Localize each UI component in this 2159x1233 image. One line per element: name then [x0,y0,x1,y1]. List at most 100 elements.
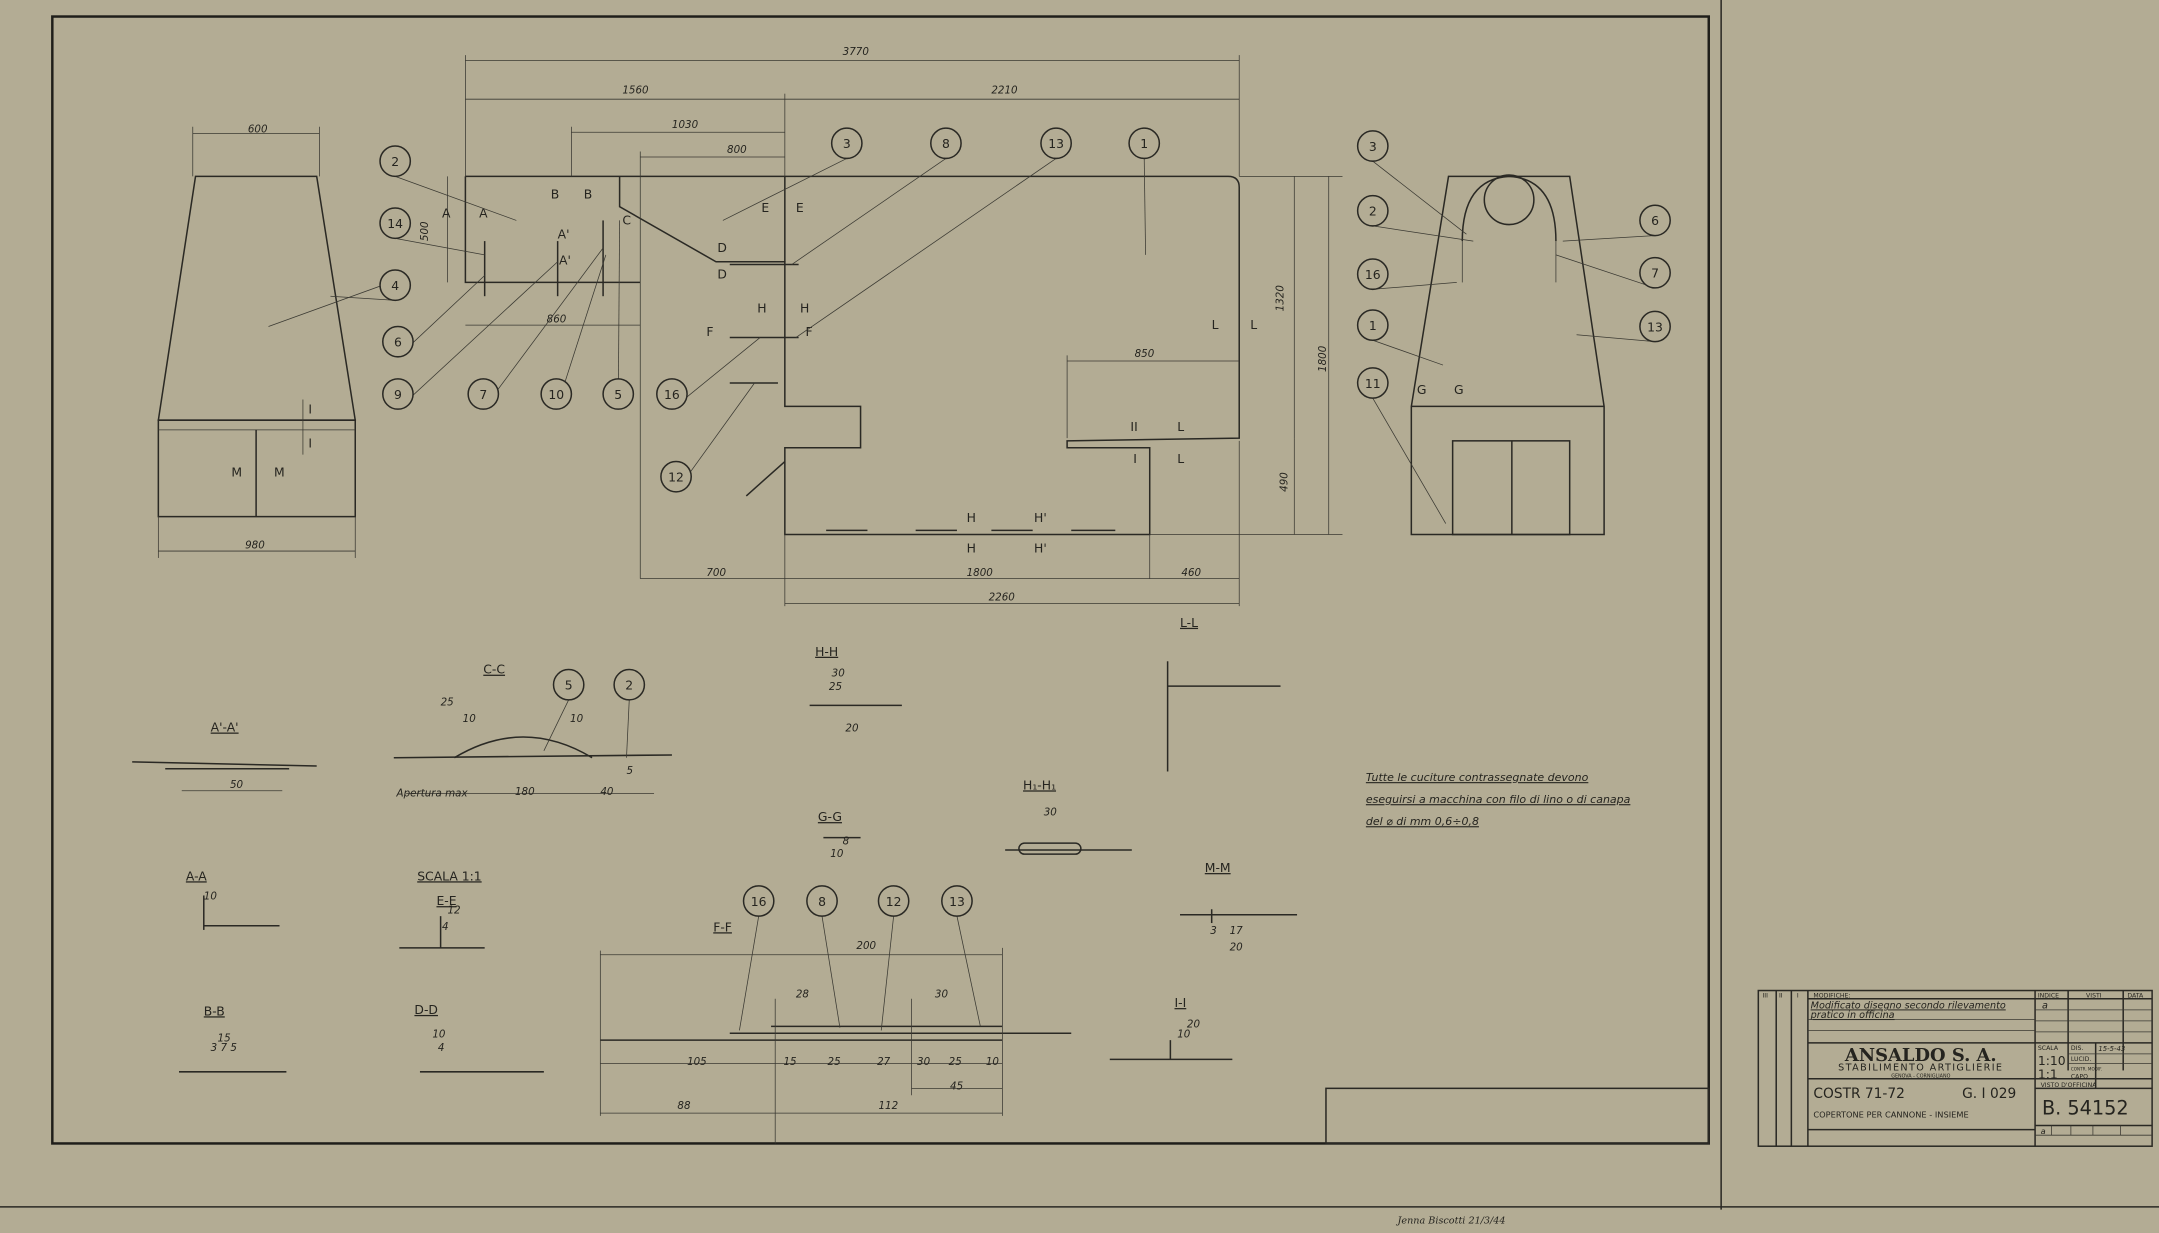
section-cut-letter: H' [1034,540,1047,555]
balloon-circle [1639,310,1671,343]
section-dimension-label: 4 [438,1042,445,1054]
section-dimension-label: 40 [600,786,614,798]
section-cut-letter: L [1177,451,1184,466]
balloon-number: 7 [1651,266,1659,281]
capo-label: CAPO [2071,1074,2088,1081]
balloon-number: 6 [1651,213,1659,228]
balloon-leader-line [543,699,570,751]
section-cut-letter: F [805,324,812,339]
balloon-leader-line [722,158,847,221]
lucid-label: LUCID. [2071,1056,2092,1063]
section-dimension-label: 12 [447,904,460,916]
ff-dimension-label: 30 [935,988,949,1000]
balloon-number: 16 [751,894,767,909]
balloon-number: 4 [391,278,399,293]
section-cut-letter: G [1417,382,1427,397]
balloon-leader-line [395,175,517,221]
ff-dimension-label: 10 [986,1056,1000,1068]
section-cut-letter: H [967,510,976,525]
balloon-leader-line [617,220,620,410]
section-dimension-label: 30 [1044,807,1058,819]
balloon-number: 5 [614,387,622,402]
balloon-number: 3 [1369,139,1377,154]
balloon-leader-line [1372,225,1474,242]
balloon-leader-line [791,158,947,265]
section-dimension-label: Apertura max [396,787,469,799]
balloon-number: 1 [1140,136,1148,151]
visti-label: VISTI [2086,992,2102,999]
balloon-leader-line [1562,235,1656,242]
balloon-circle [1639,256,1671,289]
section-dimension-label: 3 [1210,925,1217,937]
indice-value: a [2042,1000,2048,1011]
dimension-label: 1560 [622,85,649,97]
balloon-number: 1 [1369,318,1377,333]
revision-letter: a [2041,1126,2046,1136]
balloon-circle [540,378,573,410]
dimension-label: 2210 [991,85,1018,97]
balloon-leader-line [1372,397,1447,524]
balloon-leader-line [1576,334,1656,343]
section-cut-letter: H' [1034,510,1047,525]
balloon-circle [613,668,646,701]
company-division: STABILIMENTO ARTIGLIERIE [1838,1062,2003,1073]
section-title: M-M [1205,860,1231,875]
balloon-number: 6 [394,334,402,349]
balloon-number: 7 [479,387,487,402]
section-details [132,661,1298,1144]
balloon-leader-line [821,916,841,1028]
balloon-circle [382,378,414,410]
signature: Jenna Biscotti 21/3/44 [1396,1215,1506,1226]
section-dimension-label: 10 [830,848,844,860]
balloon-circle [379,207,412,240]
balloon-leader-line [880,916,894,1031]
ff-dimension-label: 200 [856,940,876,952]
section-title: B-B [204,1003,225,1018]
group-code: G. I 029 [1962,1086,2016,1102]
section-title: G-G [818,809,842,824]
col-header-iii: III [1762,992,1768,999]
company-name: ANSALDO S. A. [1844,1045,1997,1066]
note-line-2: eseguirsi a macchina con filo di lino o … [1366,793,1631,806]
balloon-circle [877,885,910,917]
dimension-label: 2260 [989,592,1016,604]
section-cut-letter: F [706,324,713,339]
balloon-circle [806,885,838,917]
ff-dimension-label: 25 [949,1056,962,1068]
section-dimension-label: 20 [1230,942,1244,954]
balloon-circle [1356,130,1389,162]
section-dimension-label: 5 [626,765,633,777]
section-cut-letter: C [622,213,631,228]
section-cut-letter: M [231,465,242,480]
section-cut-letter: I [1133,451,1137,466]
section-dimension-label: 25 [441,696,454,708]
balloon-circle [382,325,414,358]
balloon-number: 12 [886,894,902,909]
section-title: D-D [414,1002,438,1017]
section-dimension-label: 10 [570,713,584,725]
side-view [447,55,1343,607]
scala-label: SCALA [2038,1045,2059,1052]
ff-dimension-label: 27 [877,1056,891,1068]
modification-line-1: Modificato disegno secondo rilevamento [1811,1000,2006,1011]
ff-dimension-label: 28 [796,988,810,1000]
balloon-circle [379,269,412,302]
section-cut-letter: A' [559,253,571,268]
balloon-leader-line [1372,160,1467,235]
section-dimension-label: 3 7 5 [211,1042,237,1054]
visto-officina-label: VISTO D'OFFICINA [2041,1082,2098,1089]
dimension-label: 600 [248,123,268,135]
section-cut-letter: I [308,436,312,451]
balloon-number: 13 [1048,136,1064,151]
note-line-3: del ⌀ di mm 0,6÷0,8 [1366,815,1479,828]
dimension-label: 860 [547,313,567,325]
indice-label: INDICE [2038,992,2059,999]
dimension-label: 850 [1135,348,1155,360]
section-dimension-label: 4 [442,921,449,933]
section-title: H₁-H₁ [1023,777,1056,792]
contr-label: CONTR. MODIF. [2071,1066,2102,1071]
